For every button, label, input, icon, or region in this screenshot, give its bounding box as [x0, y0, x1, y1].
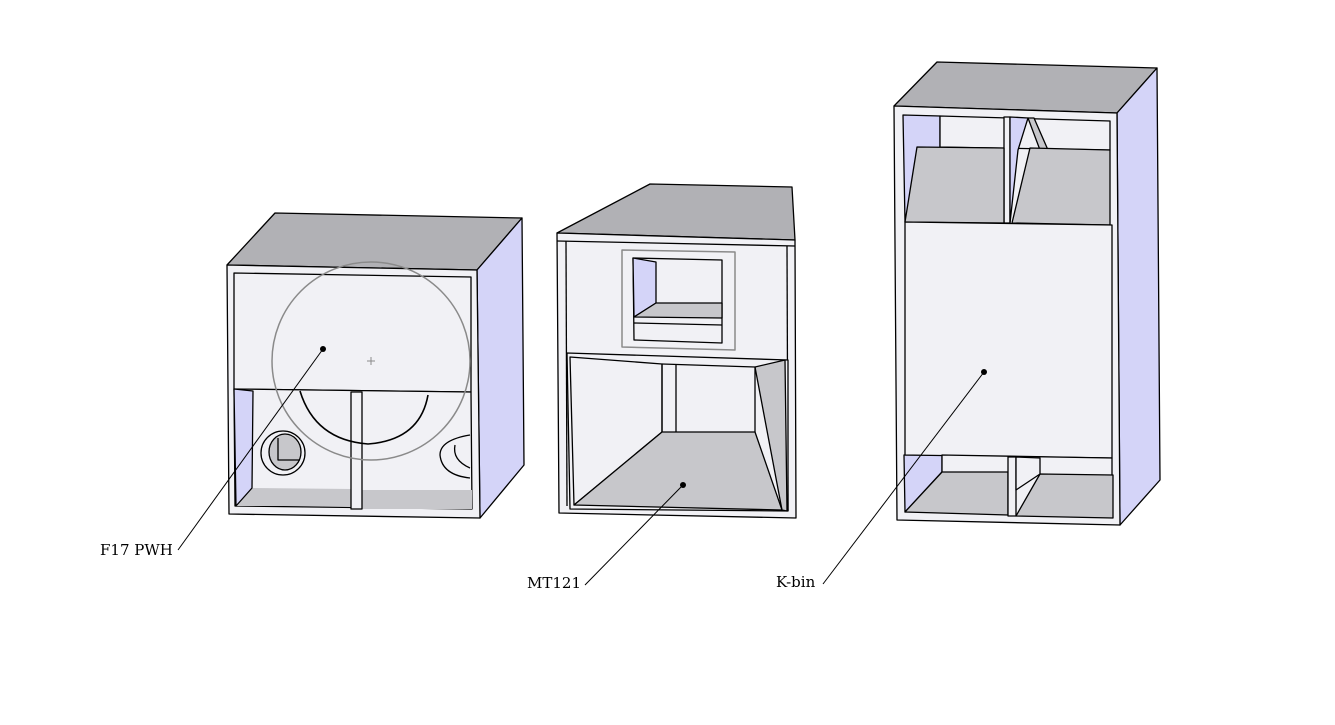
label-mt121: MT121	[527, 574, 581, 592]
mt121-horn-floor	[573, 431, 783, 511]
kbin-floor-right	[1015, 473, 1114, 519]
cabinet-f17-pwh	[177, 212, 525, 551]
mt121-leader-line	[584, 484, 684, 586]
f17-divider	[350, 391, 363, 510]
f17-leader-dot	[320, 346, 326, 352]
kbin-ramp-right	[1011, 147, 1111, 226]
f17-floor-right	[362, 490, 472, 509]
f17-center-mark	[367, 357, 375, 365]
f17-driver-opening	[299, 390, 429, 445]
mt121-horn-right-wall	[754, 359, 788, 512]
mt121-mid-floor	[633, 302, 723, 319]
mt121-panel-edge-left	[565, 240, 568, 507]
label-k-bin: K-bin	[776, 573, 816, 591]
kbin-leader-line	[822, 371, 985, 585]
mt121-panel-edge-top	[556, 240, 796, 247]
kbin-ramp-left	[904, 146, 1005, 224]
kbin-leader-dot	[981, 369, 987, 375]
label-f17-pwh: F17 PWH	[100, 541, 173, 559]
f17-side-face	[476, 217, 525, 519]
mt121-horn-throat-top	[661, 363, 756, 368]
mt121-top-face	[556, 183, 796, 241]
f17-leader-line	[177, 348, 324, 551]
cabinet-k-bin	[822, 61, 1161, 585]
kbin-lower-divider-side	[1015, 456, 1041, 491]
kbin-side-face	[1116, 67, 1161, 526]
f17-port-right-shade	[453, 444, 471, 469]
f17-floor	[236, 488, 352, 506]
f17-construction-circle	[271, 261, 471, 461]
kbin-lower-divider	[1007, 456, 1017, 517]
f17-left-wall	[233, 388, 254, 507]
kbin-upper-divider-side	[1009, 116, 1029, 224]
cabinet-mt121	[556, 183, 797, 586]
f17-port-left-inner	[268, 433, 302, 471]
mt121-leader-dot	[680, 482, 686, 488]
kbin-top-face	[893, 61, 1158, 114]
mt121-mid-shelf	[633, 322, 723, 326]
f17-baffle	[233, 272, 472, 393]
f17-port-right	[439, 434, 471, 479]
f17-port-left-shade	[277, 438, 300, 461]
kbin-upper-divider	[1003, 116, 1011, 224]
kbin-front-panel	[904, 221, 1113, 459]
